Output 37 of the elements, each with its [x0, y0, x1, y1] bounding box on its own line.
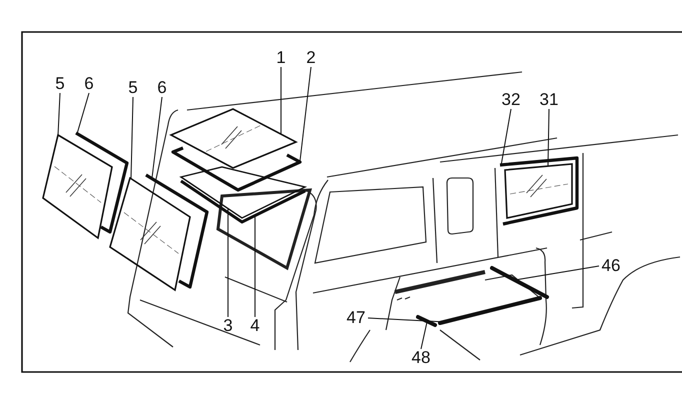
callout-number: 6	[150, 79, 174, 97]
leader-line	[58, 92, 60, 136]
leader-line	[500, 108, 512, 166]
glass-pane	[107, 175, 193, 293]
glass-pane	[168, 106, 299, 171]
glass-pane	[40, 132, 115, 241]
callout-number: 3	[216, 317, 240, 335]
callout-number: 32	[499, 91, 523, 109]
leader-line	[130, 96, 134, 180]
window-frame	[178, 164, 308, 221]
glass-pane	[502, 161, 575, 221]
callout-number: 31	[537, 91, 561, 109]
leader-line	[300, 66, 312, 162]
window-seal	[73, 130, 130, 235]
callout-number: 46	[599, 257, 623, 275]
callout-number: 4	[243, 317, 267, 335]
callout-number: 47	[344, 309, 368, 327]
leader-line	[420, 322, 428, 350]
window-seal	[143, 172, 210, 290]
step-strip	[437, 295, 543, 326]
callout-number: 5	[48, 75, 72, 93]
leader-line	[280, 66, 282, 134]
callout-number: 6	[77, 75, 101, 93]
callout-number: 48	[409, 349, 433, 367]
leader-line	[76, 92, 90, 134]
leader-line	[152, 96, 162, 178]
leader-line	[548, 108, 550, 166]
window-seal	[497, 155, 580, 227]
callout-number: 2	[299, 49, 323, 67]
step-strip	[415, 314, 438, 328]
trim-strip	[178, 178, 308, 225]
window-seal	[170, 145, 303, 193]
leader-line	[514, 266, 600, 280]
callout-number: 1	[269, 49, 293, 67]
leader-line	[254, 216, 256, 318]
step-strip	[489, 265, 550, 300]
callout-number: 5	[121, 79, 145, 97]
